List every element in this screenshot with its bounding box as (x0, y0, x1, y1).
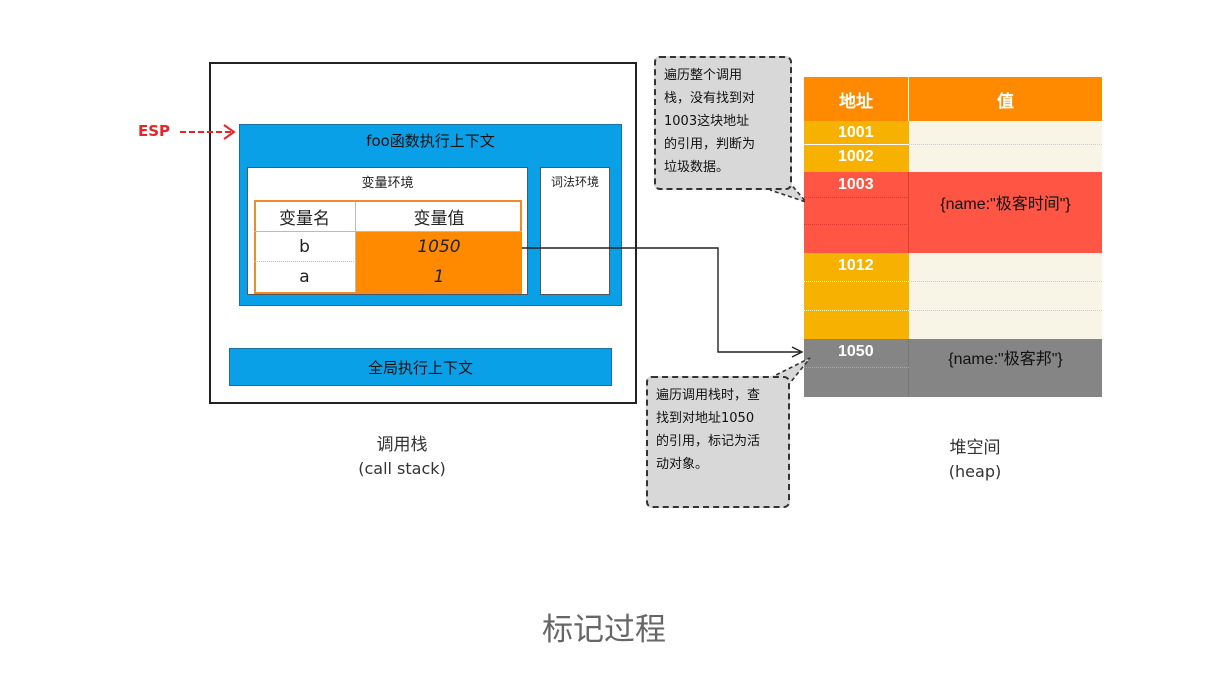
heap-row-divider (804, 197, 909, 198)
call-stack-sublabel: (call stack) (358, 459, 446, 478)
global-execution-context: 全局执行上下文 (229, 348, 612, 386)
variable-environment-title: 变量环境 (361, 175, 414, 191)
var-row-name: b (254, 232, 356, 262)
heap-value-active: {name:"极客邦"} (909, 339, 1102, 397)
heap-row-divider (804, 310, 909, 311)
heap-value-cell (909, 253, 1102, 339)
callout-line: 的引用，标记为活 (656, 434, 761, 449)
heap-row-divider (909, 281, 1102, 282)
callout-line: 1003这块地址 (664, 114, 750, 129)
var-row-value: 1050 (356, 232, 522, 262)
garbage-note-callout: 遍历整个调用 栈，没有找到对 1003这块地址 的引用，判断为 垃圾数据。 (654, 56, 792, 190)
heap-row-divider (909, 310, 1102, 311)
var-row-value: 1 (356, 262, 522, 292)
esp-arrow-icon (180, 124, 236, 140)
callout-line: 的引用，判断为 (664, 137, 756, 152)
heap-sublabel: (heap) (948, 462, 1002, 481)
heap-row-divider (804, 367, 909, 368)
heap-address-cell-garbage: 1003 (804, 172, 909, 253)
callout-line: 找到对地址1050 (656, 411, 755, 426)
var-table-header-name: 变量名 (254, 202, 356, 232)
heap-value-cell (909, 145, 1102, 172)
heap-row-divider (804, 224, 909, 225)
heap-address-cell: 1001 (804, 121, 909, 145)
lexical-environment (540, 167, 610, 295)
lexical-environment-title: 词法环境 (550, 174, 599, 189)
heap-address-cell: 1012 (804, 253, 909, 339)
call-stack-frame (209, 62, 637, 404)
heap-header-address: 地址 (804, 77, 909, 121)
var-row-name: a (254, 262, 356, 292)
callout-line: 遍历整个调用 (664, 68, 743, 83)
heap-label: 堆空间 (949, 438, 1001, 458)
foo-context-title: foo函数执行上下文 (366, 131, 495, 150)
heap-header-value: 值 (909, 77, 1102, 121)
active-note-callout: 遍历调用栈时，查 找到对地址1050 的引用，标记为活 动对象。 (646, 376, 790, 508)
esp-label: ESP (138, 122, 171, 140)
figure-caption: 标记过程 (542, 612, 666, 648)
callout-line: 遍历调用栈时，查 (656, 388, 761, 403)
heap-value-garbage: {name:"极客时间"} (909, 172, 1102, 253)
heap-value-cell (909, 121, 1102, 145)
callout-line: 垃圾数据。 (664, 160, 730, 175)
heap-address-cell-active: 1050 (804, 339, 909, 397)
callout-line: 动对象。 (656, 457, 709, 472)
heap-row-divider (804, 281, 909, 282)
var-table-header-value: 变量值 (356, 202, 522, 232)
heap-address-cell: 1002 (804, 145, 909, 172)
callout-line: 栈，没有找到对 (664, 91, 756, 106)
call-stack-label: 调用栈 (376, 435, 428, 455)
